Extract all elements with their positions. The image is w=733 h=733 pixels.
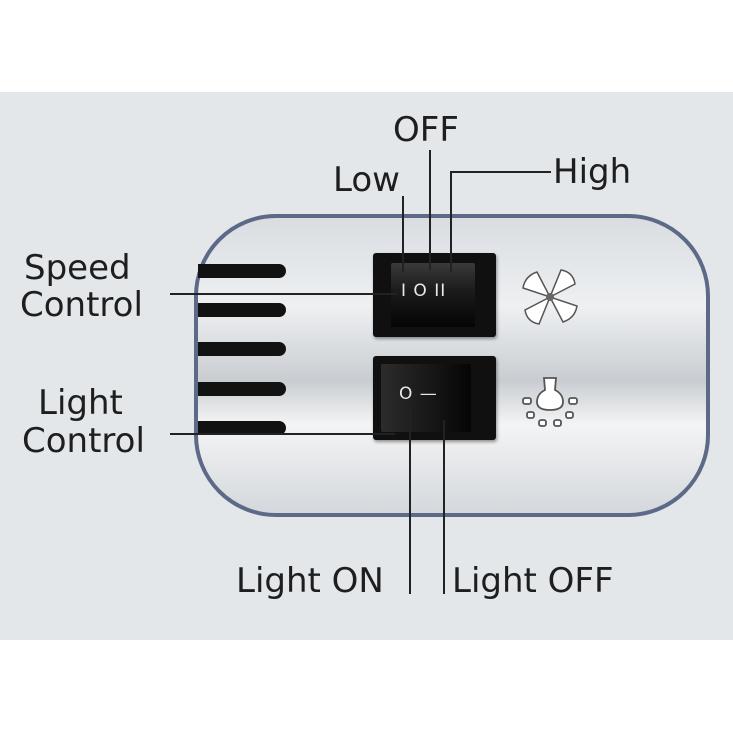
- vent-slot: [198, 382, 286, 396]
- vent-slot: [198, 421, 286, 435]
- light-control-switch[interactable]: O —: [373, 356, 496, 440]
- fan-icon: [522, 269, 578, 325]
- light-switch-markings: O —: [399, 384, 438, 404]
- label-off: OFF: [393, 110, 459, 150]
- label-low: Low: [333, 160, 400, 200]
- leader-line-high: [450, 171, 551, 272]
- label-speed-control-line1: Speed: [24, 248, 131, 288]
- vent-slot: [198, 342, 286, 356]
- light-rocker[interactable]: [381, 364, 471, 432]
- lightbulb-icon: [522, 377, 578, 427]
- label-high: High: [553, 152, 632, 192]
- label-light-control-line1: Light: [38, 383, 123, 423]
- label-light-off: Light OFF: [452, 561, 614, 601]
- label-light-control-line2: Control: [22, 421, 145, 461]
- label-light-on: Light ON: [236, 561, 384, 601]
- vent-slot: [198, 264, 286, 278]
- speed-switch-markings: I O II: [401, 281, 447, 301]
- label-speed-control-line2: Control: [20, 285, 143, 325]
- speed-rocker[interactable]: [391, 263, 475, 327]
- vent-slot: [198, 303, 286, 317]
